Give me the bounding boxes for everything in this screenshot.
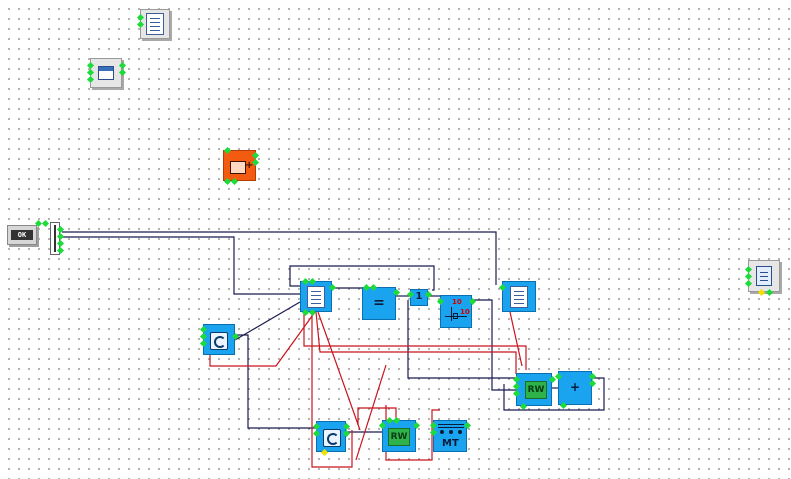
scale-top-label: 10 — [452, 298, 462, 306]
port[interactable] — [463, 421, 472, 430]
rw-icon: RW — [388, 428, 410, 446]
wire — [234, 301, 301, 341]
wire — [315, 311, 517, 374]
window-node[interactable] — [86, 58, 127, 88]
port[interactable] — [392, 416, 401, 425]
wire — [289, 270, 300, 287]
port[interactable] — [429, 428, 438, 437]
port[interactable] — [199, 339, 208, 348]
loop-node-left[interactable] — [199, 324, 240, 355]
compare-node[interactable]: 1 — [406, 289, 433, 306]
ok-button[interactable]: OK — [7, 225, 37, 245]
port[interactable] — [378, 421, 387, 430]
document-icon — [307, 285, 325, 308]
mt-label: MT — [442, 438, 459, 449]
port[interactable] — [118, 68, 127, 77]
document-node-center[interactable] — [300, 277, 337, 317]
port[interactable] — [320, 448, 329, 457]
port[interactable] — [757, 288, 766, 297]
equals-label: = — [373, 295, 385, 311]
port[interactable] — [308, 308, 317, 317]
port[interactable] — [223, 146, 232, 155]
plus-icon: + — [245, 160, 254, 171]
wire — [470, 299, 516, 391]
rw-node-bottom[interactable]: RW — [378, 416, 421, 452]
compare-label: 1 — [415, 291, 423, 302]
port[interactable] — [41, 219, 50, 228]
loop-icon — [323, 429, 341, 447]
port[interactable] — [468, 297, 477, 306]
port[interactable] — [436, 297, 445, 306]
wire — [509, 311, 523, 367]
port[interactable] — [328, 283, 337, 292]
rw-icon: RW — [525, 381, 547, 399]
port[interactable] — [308, 277, 317, 286]
port[interactable] — [744, 279, 753, 288]
port[interactable] — [86, 75, 95, 84]
port[interactable] — [498, 283, 507, 292]
scale-icon — [451, 307, 452, 321]
wire — [235, 334, 316, 429]
plus-label: + — [569, 380, 581, 394]
port[interactable] — [765, 288, 774, 297]
document-icon — [756, 266, 772, 286]
document-icon — [146, 13, 164, 35]
port[interactable] — [559, 401, 568, 410]
wire — [62, 231, 497, 285]
loop-node-bottom[interactable] — [312, 421, 351, 457]
wire — [303, 312, 527, 370]
port[interactable] — [312, 429, 321, 438]
mt-node[interactable]: MT — [429, 420, 472, 452]
port[interactable] — [369, 283, 378, 292]
window-icon — [98, 66, 114, 80]
port[interactable] — [231, 332, 240, 341]
port[interactable] — [519, 402, 528, 411]
port[interactable] — [136, 20, 145, 29]
scale-right-label: 10 — [460, 308, 470, 316]
rw-node-right[interactable]: RW — [512, 373, 557, 411]
plus-node[interactable]: + — [554, 371, 597, 410]
scale-node[interactable]: 10 10 — [436, 295, 477, 328]
list-add-node[interactable]: + — [223, 146, 260, 186]
port[interactable] — [342, 429, 351, 438]
list-add-icon — [230, 161, 246, 174]
equals-node[interactable]: = — [362, 283, 401, 320]
loop-icon — [210, 332, 228, 350]
wire — [62, 236, 300, 295]
document-node-right[interactable] — [744, 260, 780, 297]
document-node-right-blue[interactable] — [498, 281, 536, 312]
port[interactable] — [230, 177, 239, 186]
document-node-top[interactable] — [136, 9, 170, 39]
document-icon — [510, 285, 528, 308]
mt-icon — [438, 424, 464, 438]
port[interactable] — [412, 421, 421, 430]
wire — [317, 311, 361, 431]
port[interactable] — [512, 389, 521, 398]
ok-button-label: OK — [11, 230, 33, 240]
